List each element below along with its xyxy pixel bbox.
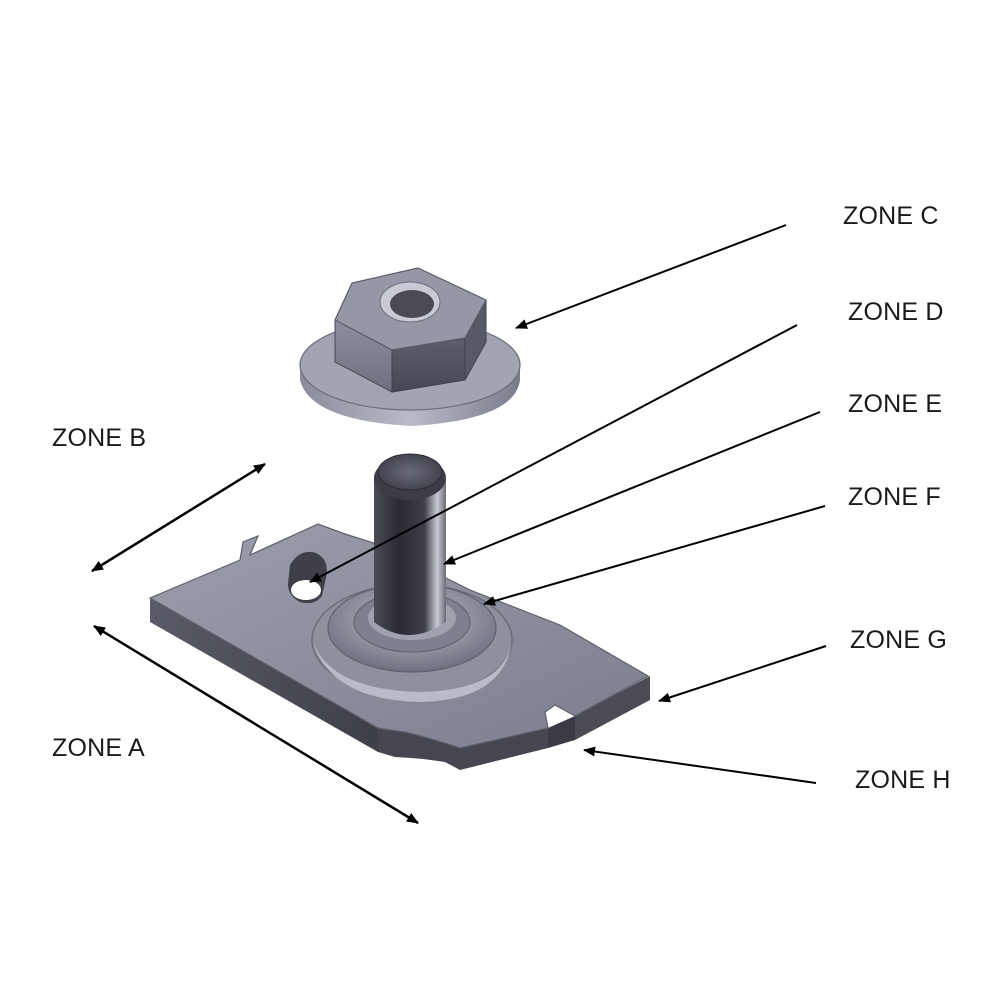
zone-g-label: ZONE G: [850, 626, 948, 654]
zone-a-label: ZONE A: [52, 734, 145, 762]
nut-icon: [299, 267, 521, 426]
zone-h-leader-arrow: [583, 746, 817, 784]
zone-g-leader-arrow: [658, 645, 827, 703]
zone-a-dimension-arrow: [93, 624, 419, 825]
slot-hole: [288, 551, 327, 604]
zone-c-label: ZONE C: [843, 202, 939, 230]
zone-h-label: ZONE H: [855, 766, 951, 794]
zone-b-dimension-arrow: [91, 462, 266, 573]
zone-f-label: ZONE F: [848, 483, 941, 511]
stud-icon: [374, 453, 446, 635]
zone-d-label: ZONE D: [848, 298, 944, 326]
zone-e-label: ZONE E: [848, 390, 943, 418]
zone-d-leader-arrow: [309, 324, 798, 583]
zone-c-leader-arrow: [515, 224, 787, 329]
zone-b-label: ZONE B: [52, 424, 147, 452]
zone-e-leader-arrow: [443, 411, 821, 565]
zone-f-leader-arrow: [483, 505, 826, 606]
